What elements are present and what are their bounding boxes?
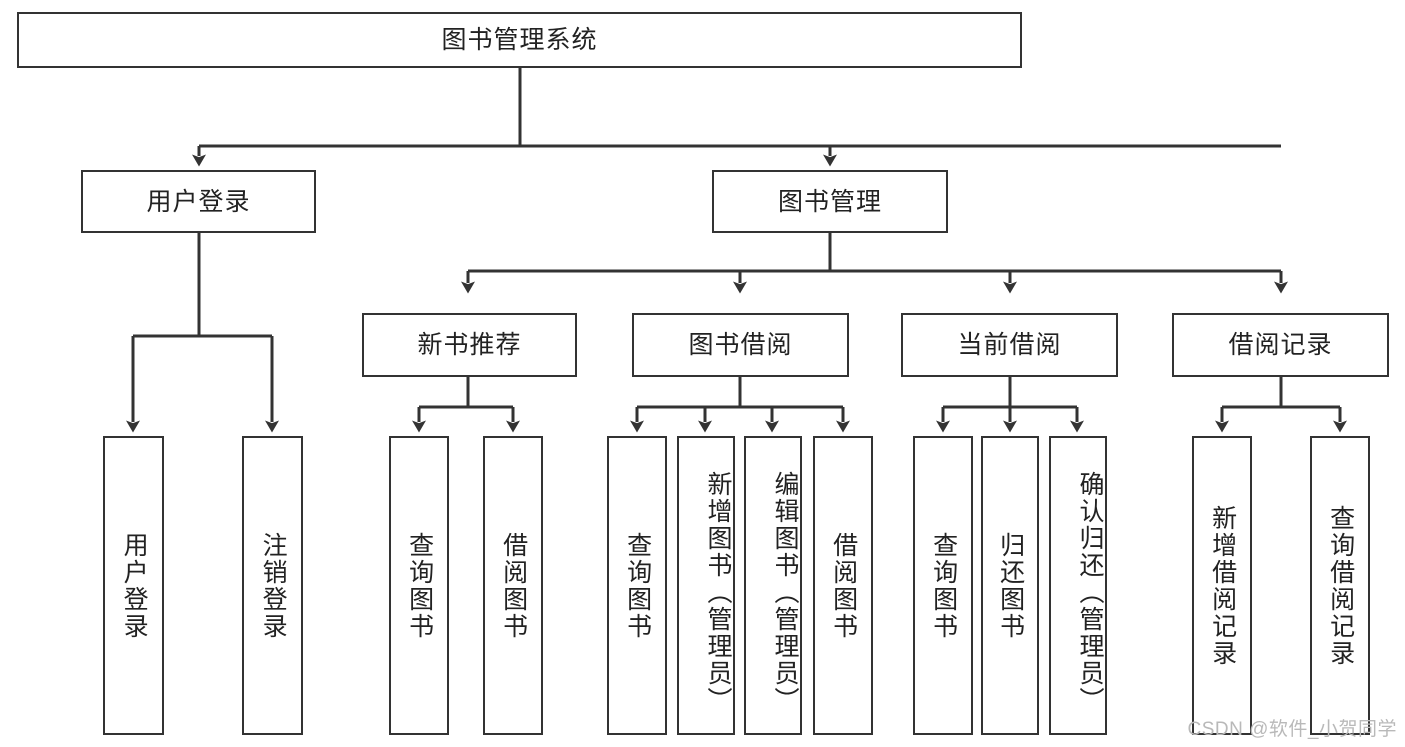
node-leaf-edit-book-label: 编辑图书（管理员） — [771, 471, 799, 714]
node-current-borrow[interactable]: 当前借阅 — [901, 313, 1118, 377]
node-user-login-label: 用户登录 — [146, 187, 251, 216]
node-root-label: 图书管理系统 — [441, 26, 598, 54]
node-leaf-logout-label: 注销登录 — [259, 531, 288, 640]
node-leaf-query-book-1[interactable]: 查询图书 — [389, 436, 449, 735]
node-leaf-query-book-3-label: 查询图书 — [929, 531, 958, 640]
node-leaf-borrow-book-1-label: 借阅图书 — [499, 531, 528, 640]
node-leaf-user-login[interactable]: 用户登录 — [103, 436, 164, 735]
node-book-borrow[interactable]: 图书借阅 — [632, 313, 849, 377]
node-book-manage[interactable]: 图书管理 — [712, 170, 948, 233]
node-leaf-borrow-book-2-label: 借阅图书 — [829, 531, 858, 640]
node-borrow-record-label: 借阅记录 — [1228, 331, 1333, 359]
node-leaf-query-book-3[interactable]: 查询图书 — [913, 436, 973, 735]
node-leaf-return-book-label: 归还图书 — [996, 531, 1025, 640]
node-leaf-query-record-label: 查询借阅记录 — [1326, 504, 1355, 667]
node-leaf-query-book-1-label: 查询图书 — [405, 531, 434, 640]
node-book-borrow-label: 图书借阅 — [688, 331, 793, 359]
csdn-watermark: CSDN @软件_小贺同学 — [1187, 719, 1397, 740]
node-leaf-confirm-return-label: 确认归还（管理员） — [1076, 471, 1104, 714]
node-root[interactable]: 图书管理系统 — [17, 12, 1022, 68]
node-leaf-borrow-book-2[interactable]: 借阅图书 — [813, 436, 873, 735]
node-leaf-query-book-2-label: 查询图书 — [623, 531, 652, 640]
node-leaf-add-record[interactable]: 新增借阅记录 — [1192, 436, 1252, 735]
node-user-login[interactable]: 用户登录 — [81, 170, 316, 233]
node-leaf-edit-book[interactable]: 编辑图书（管理员） — [744, 436, 802, 735]
node-new-book-recommend-label: 新书推荐 — [417, 331, 522, 359]
node-book-manage-label: 图书管理 — [777, 187, 882, 216]
node-new-book-recommend[interactable]: 新书推荐 — [362, 313, 577, 377]
node-leaf-confirm-return[interactable]: 确认归还（管理员） — [1049, 436, 1107, 735]
node-current-borrow-label: 当前借阅 — [957, 331, 1062, 359]
node-leaf-logout[interactable]: 注销登录 — [242, 436, 303, 735]
node-leaf-query-book-2[interactable]: 查询图书 — [607, 436, 667, 735]
node-leaf-return-book[interactable]: 归还图书 — [981, 436, 1039, 735]
node-leaf-add-book[interactable]: 新增图书（管理员） — [677, 436, 735, 735]
node-leaf-user-login-label: 用户登录 — [120, 531, 149, 640]
node-leaf-add-book-label: 新增图书（管理员） — [704, 471, 732, 714]
node-borrow-record[interactable]: 借阅记录 — [1172, 313, 1389, 377]
node-leaf-query-record[interactable]: 查询借阅记录 — [1310, 436, 1370, 735]
node-leaf-add-record-label: 新增借阅记录 — [1208, 504, 1237, 667]
node-leaf-borrow-book-1[interactable]: 借阅图书 — [483, 436, 543, 735]
